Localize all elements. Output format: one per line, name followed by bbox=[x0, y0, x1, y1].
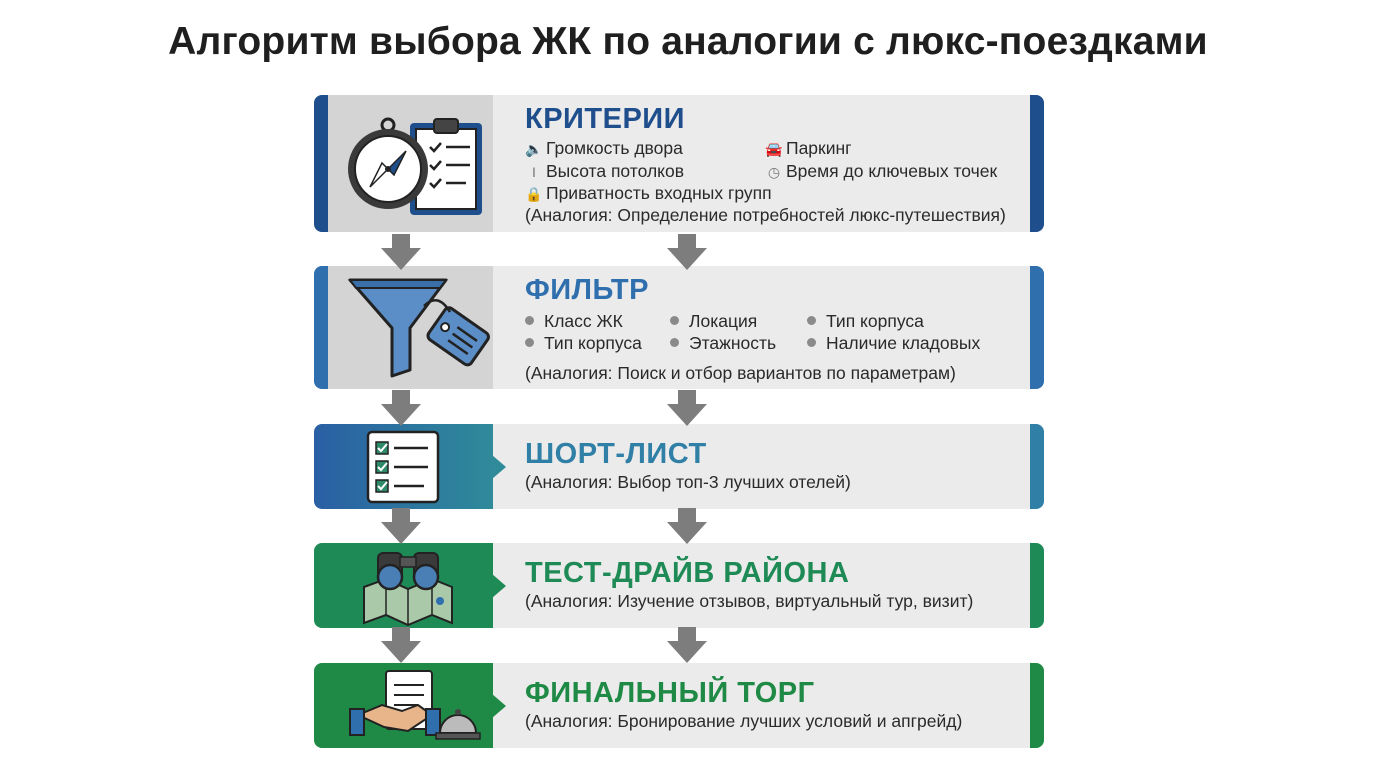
step-pointer bbox=[492, 573, 506, 598]
height-icon: I bbox=[532, 164, 536, 180]
step-analogy: (Аналогия: Изучение отзывов, виртуальный… bbox=[525, 591, 974, 611]
step-heading: ФИНАЛЬНЫЙ ТОРГ bbox=[525, 677, 815, 709]
bullet-icon bbox=[670, 316, 679, 325]
step-shortlist: ШОРТ-ЛИСТ (Аналогия: Выбор топ-3 лучших … bbox=[314, 424, 1044, 509]
compass-clipboard-icon bbox=[328, 95, 493, 232]
step-test-drive: ТЕСТ-ДРАЙВ РАЙОНА (Аналогия: Изучение от… bbox=[314, 543, 1044, 628]
step-right-bar bbox=[1030, 424, 1044, 509]
car-icon: 🚘 bbox=[765, 141, 783, 157]
step-left-bar bbox=[314, 95, 328, 232]
lock-icon: 🔒 bbox=[525, 186, 543, 202]
step-pointer bbox=[492, 693, 506, 718]
flow-arrow bbox=[667, 508, 707, 544]
step-analogy: (Аналогия: Определение потребностей люкс… bbox=[525, 205, 1006, 225]
step-analogy: (Аналогия: Поиск и отбор вариантов по па… bbox=[525, 363, 956, 383]
criterion-item: 🔒Приватность входных групп bbox=[525, 183, 772, 203]
step-analogy: (Аналогия: Выбор топ-3 лучших отелей) bbox=[525, 472, 851, 492]
step-right-bar bbox=[1030, 663, 1044, 748]
binoculars-map-icon bbox=[328, 543, 493, 628]
filter-item: Класс ЖК bbox=[525, 311, 623, 332]
page-title: Алгоритм выбора ЖК по аналогии с люкс-по… bbox=[168, 20, 1208, 63]
step-filter: ФИЛЬТР Класс ЖК Локация Тип корпуса Тип … bbox=[314, 266, 1044, 389]
speaker-icon: 🔈 bbox=[525, 141, 543, 157]
step-right-bar bbox=[1030, 95, 1044, 232]
criterion-item: 🔈Громкость двора bbox=[525, 138, 683, 158]
flow-arrow bbox=[667, 234, 707, 270]
flow-arrow bbox=[667, 390, 707, 426]
step-heading: ТЕСТ-ДРАЙВ РАЙОНА bbox=[525, 557, 850, 589]
filter-item: Этажность bbox=[670, 333, 776, 354]
flow-arrow bbox=[381, 508, 421, 544]
flow-arrow bbox=[381, 390, 421, 426]
filter-item: Локация bbox=[670, 311, 757, 332]
bullet-icon bbox=[807, 338, 816, 347]
step-pointer bbox=[492, 454, 506, 479]
flow-arrow bbox=[381, 627, 421, 663]
filter-item: Наличие кладовых bbox=[807, 333, 980, 354]
step-heading: ШОРТ-ЛИСТ bbox=[525, 438, 707, 470]
step-heading: КРИТЕРИИ bbox=[525, 103, 685, 135]
step-right-bar bbox=[1030, 543, 1044, 628]
bullet-icon bbox=[670, 338, 679, 347]
bullet-icon bbox=[525, 316, 534, 325]
filter-item: Тип корпуса bbox=[525, 333, 642, 354]
clock-icon: ◷ bbox=[767, 164, 781, 180]
flow-arrow bbox=[667, 627, 707, 663]
criterion-item: ◷Время до ключевых точек bbox=[765, 161, 997, 182]
bullet-icon bbox=[525, 338, 534, 347]
bullet-icon bbox=[807, 316, 816, 325]
step-final-deal: ФИНАЛЬНЫЙ ТОРГ (Аналогия: Бронирование л… bbox=[314, 663, 1044, 748]
funnel-tag-icon bbox=[328, 266, 493, 389]
step-analogy: (Аналогия: Бронирование лучших условий и… bbox=[525, 711, 963, 731]
filter-item: Тип корпуса bbox=[807, 311, 924, 332]
handshake-bell-icon bbox=[328, 663, 493, 748]
step-heading: ФИЛЬТР bbox=[525, 274, 649, 306]
step-left-bar bbox=[314, 266, 328, 389]
criterion-item: 🚘Паркинг bbox=[765, 138, 852, 158]
step-right-bar bbox=[1030, 266, 1044, 389]
checklist-icon bbox=[328, 424, 493, 509]
flow-arrow bbox=[381, 234, 421, 270]
